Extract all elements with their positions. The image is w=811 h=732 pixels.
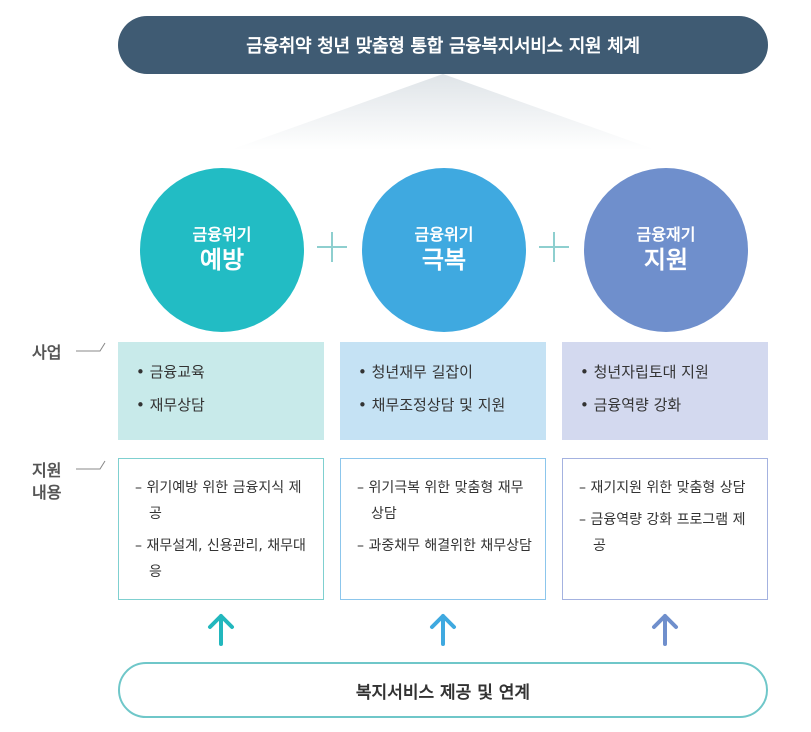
list-item: – 과중채무 해결위한 채무상담	[357, 538, 532, 554]
label-pointer-icon	[76, 342, 106, 352]
business-box-prevention: • 금융교육 • 재무상담	[118, 342, 324, 440]
pillar-sub-label: 금융위기	[192, 225, 252, 244]
list-item: • 채무조정상담 및 지원	[358, 396, 506, 414]
pillar-overcome: 금융위기 극복	[362, 168, 526, 332]
list-item: • 재무상담	[136, 396, 205, 414]
support-box-recovery: – 재기지원 위한 맞춤형 상담 – 금융역량 강화 프로그램 제공	[562, 458, 768, 600]
pillar-sub-label: 금융재기	[636, 225, 696, 244]
page-title: 금융취약 청년 맞춤형 통합 금융복지서비스 지원 체계	[118, 16, 768, 74]
support-label-line: 지원	[32, 461, 62, 480]
label-pointer-icon	[76, 460, 106, 470]
arrow-up-icon	[208, 614, 234, 646]
arrow-up-icon	[652, 614, 678, 646]
arrow-up-icon	[430, 614, 456, 646]
list-item: – 금융역량 강화 프로그램 제공	[579, 512, 746, 554]
list-item: • 금융역량 강화	[580, 396, 682, 414]
support-label-line: 내용	[32, 483, 62, 502]
pillar-sub-label: 금융위기	[414, 225, 474, 244]
list-item: • 청년재무 길잡이	[358, 363, 473, 381]
pillar-main-label: 극복	[421, 246, 467, 274]
pillar-main-label: 예방	[199, 246, 245, 274]
list-item: – 위기예방 위한 금융지식 제공	[135, 480, 302, 522]
list-item: • 금융교육	[136, 363, 205, 381]
business-row-label: 사업	[32, 343, 62, 362]
pillar-recovery: 금융재기 지원	[584, 168, 748, 332]
title-beam	[230, 74, 656, 150]
pillar-prevention: 금융위기 예방	[140, 168, 304, 332]
support-box-prevention: – 위기예방 위한 금융지식 제공 – 재무설계, 신용관리, 채무대응	[118, 458, 324, 600]
list-item: • 청년자립토대 지원	[580, 363, 709, 381]
business-box-recovery: • 청년자립토대 지원 • 금융역량 강화	[562, 342, 768, 440]
list-item: – 재무설계, 신용관리, 채무대응	[135, 538, 306, 580]
plus-icon	[317, 232, 347, 262]
support-box-overcome: – 위기극복 위한 맞춤형 재무상담 – 과중채무 해결위한 채무상담	[340, 458, 546, 600]
plus-icon	[539, 232, 569, 262]
welfare-service-bar: 복지서비스 제공 및 연계	[118, 662, 768, 718]
support-row-label: 지원 내용	[32, 460, 61, 504]
list-item: – 재기지원 위한 맞춤형 상담	[579, 480, 746, 496]
list-item: – 위기극복 위한 맞춤형 재무상담	[357, 480, 524, 522]
pillar-main-label: 지원	[643, 246, 689, 274]
business-box-overcome: • 청년재무 길잡이 • 채무조정상담 및 지원	[340, 342, 546, 440]
